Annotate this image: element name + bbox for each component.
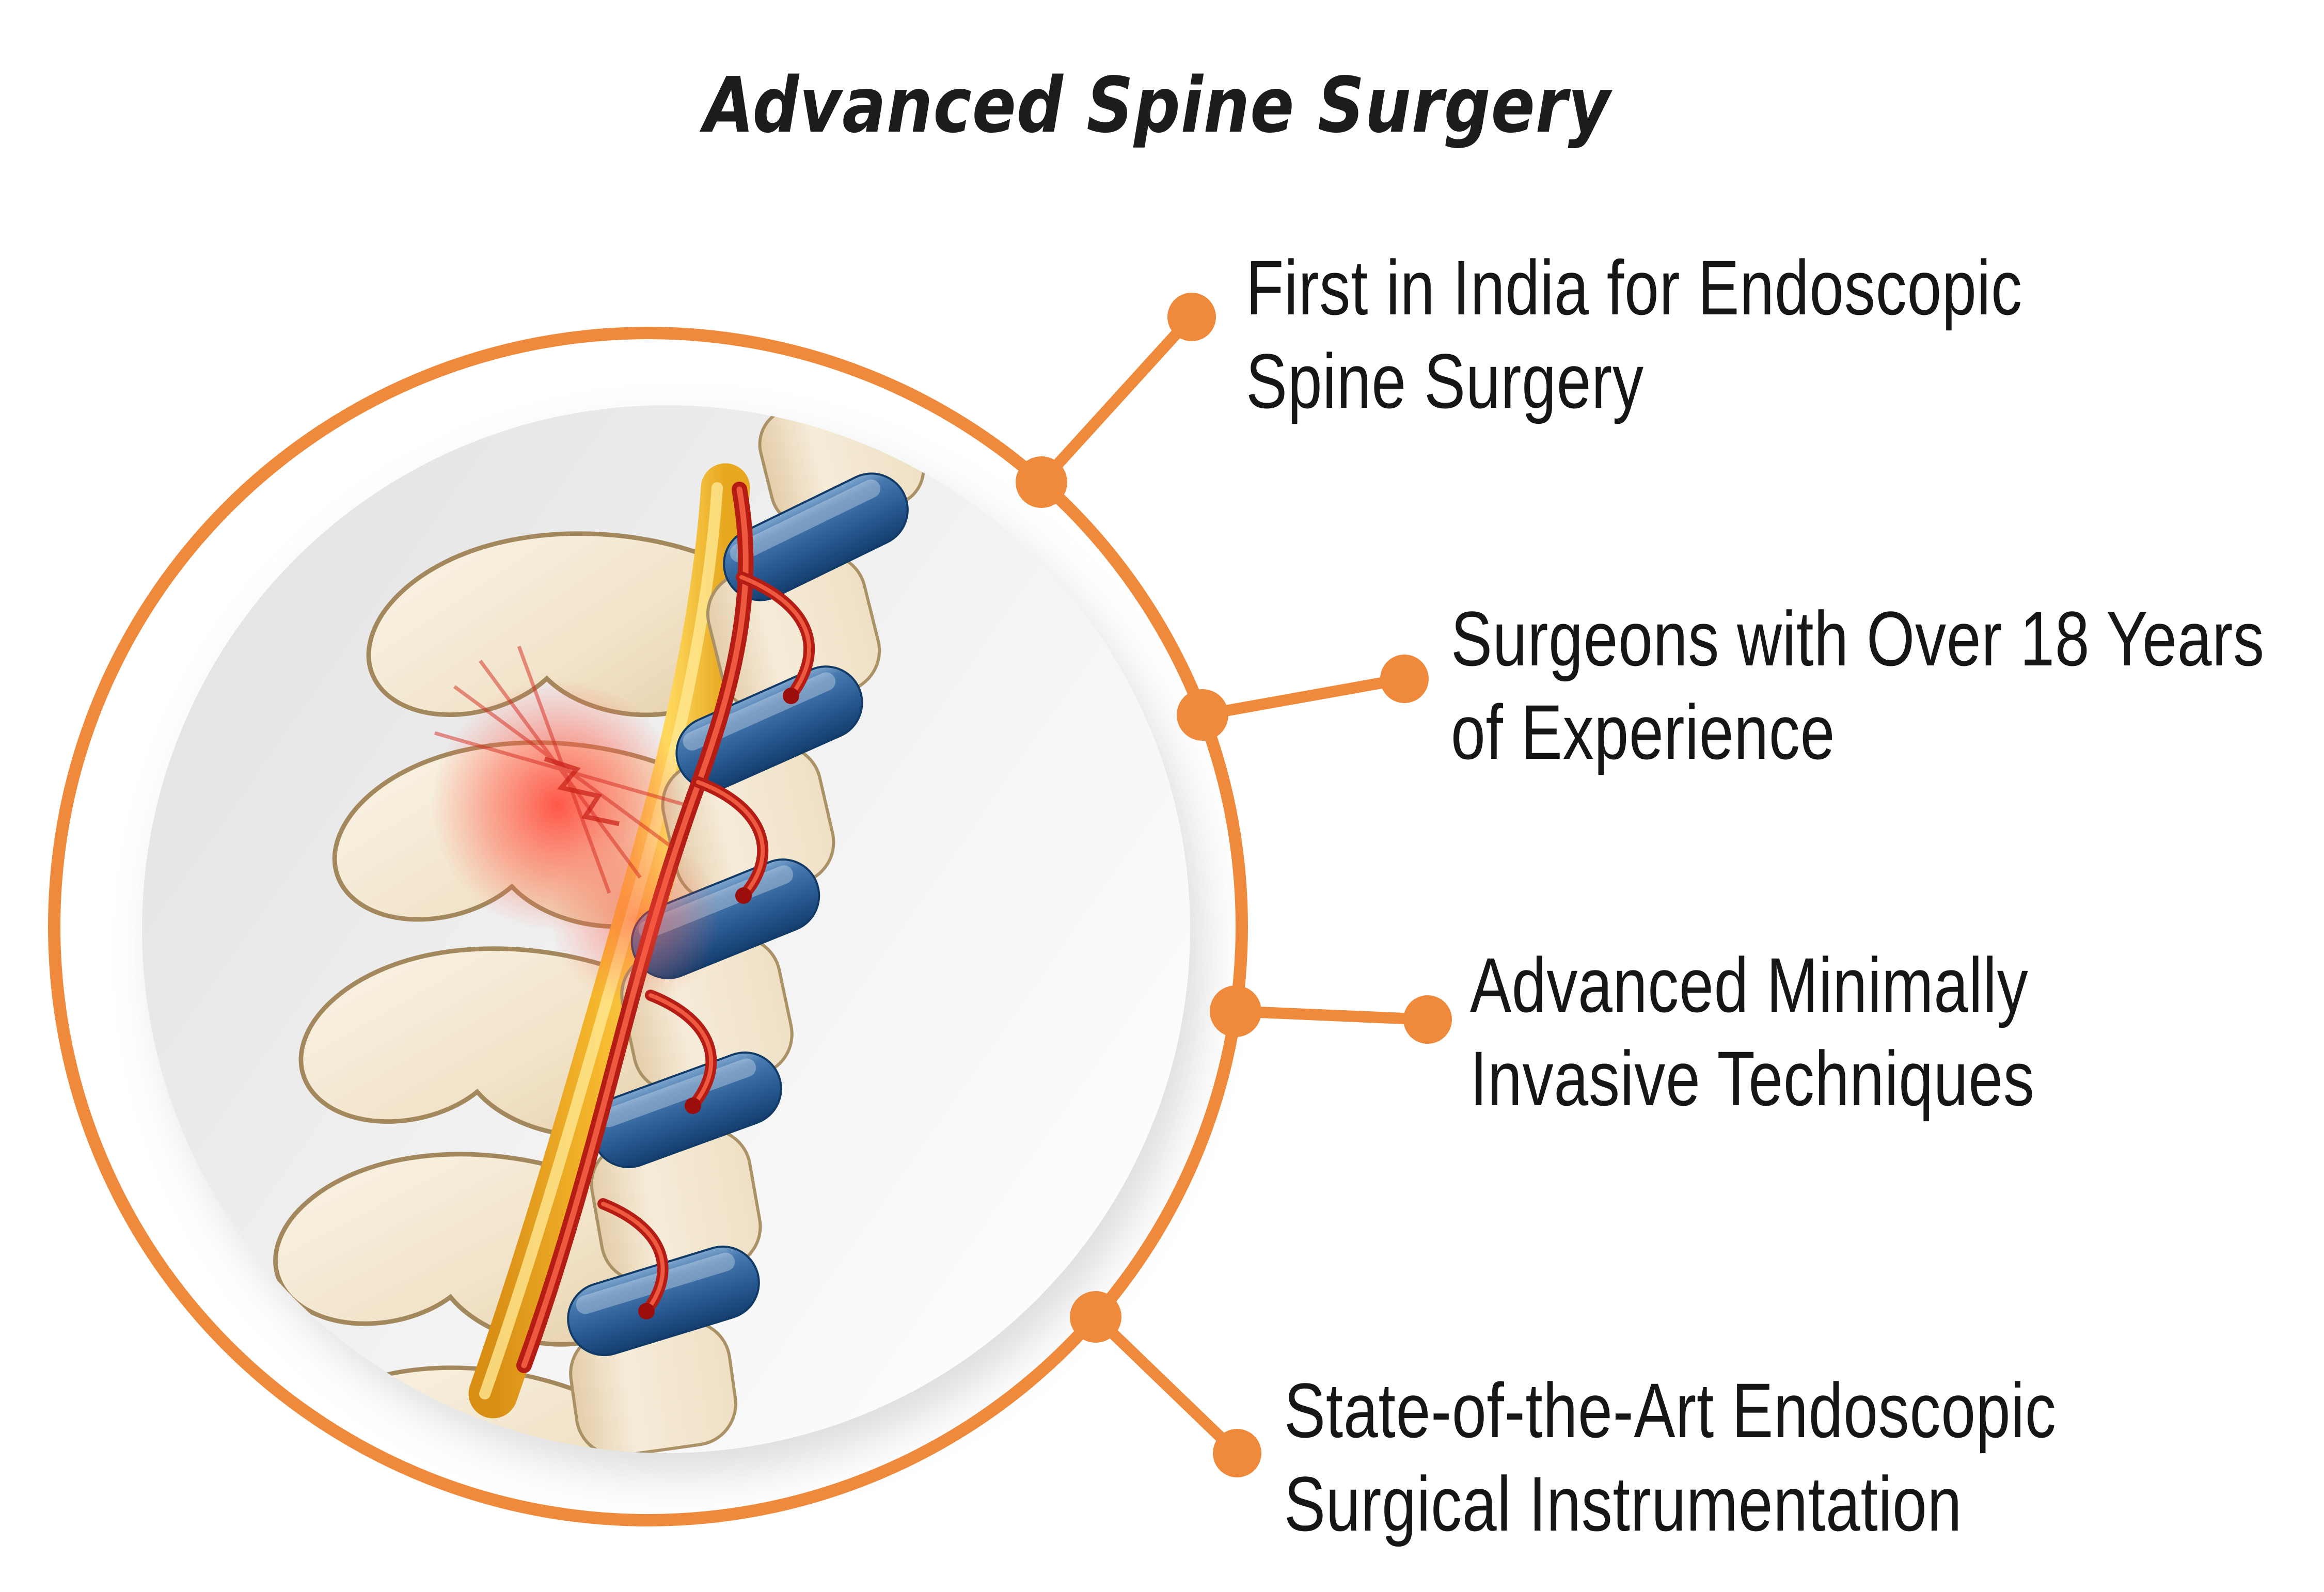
- callout-2-line-2: of Experience: [1451, 689, 1836, 775]
- callout-2: Surgeons with Over 18 Years of Experienc…: [1451, 592, 2265, 779]
- callout-1-line-1: First in India for Endoscopic: [1246, 244, 2022, 331]
- callout-4-line-1: State-of-the-Art Endoscopic: [1284, 1367, 2057, 1454]
- callout-1: First in India for Endoscopic Spine Surg…: [1246, 241, 2022, 428]
- junction-dot-3: [1210, 985, 1261, 1037]
- callout-dots: [1167, 293, 1452, 1477]
- callout-4: State-of-the-Art Endoscopic Surgical Ins…: [1284, 1364, 2057, 1551]
- junction-dot-4: [1070, 1291, 1121, 1343]
- spine-illustration: [275, 405, 925, 1453]
- page-title: Advanced Spine Surgery: [704, 61, 1611, 150]
- callout-connector-2: [1201, 673, 1405, 721]
- junction-dot-2: [1177, 689, 1228, 741]
- callout-3-line-2: Invasive Techniques: [1470, 1035, 2035, 1122]
- callout-3: Advanced Minimally Invasive Techniques: [1470, 938, 2035, 1125]
- callout-3-line-1: Advanced Minimally: [1470, 942, 2029, 1028]
- callout-dot-4: [1213, 1429, 1261, 1477]
- callout-connector-3: [1235, 1006, 1428, 1025]
- outer-ring: [48, 327, 1248, 1526]
- callout-connector-4: [1092, 1313, 1241, 1457]
- callout-1-line-2: Spine Surgery: [1246, 338, 1644, 424]
- ring-junction-dots: [1016, 456, 1261, 1343]
- callout-dot-3: [1403, 995, 1452, 1044]
- callout-connectors: [1037, 313, 1428, 1457]
- callout-4-line-2: Surgical Instrumentation: [1284, 1460, 1963, 1547]
- callout-dot-1: [1167, 293, 1216, 341]
- pain-glow: [382, 630, 754, 1038]
- junction-dot-1: [1016, 456, 1067, 508]
- callout-dot-2: [1380, 655, 1429, 703]
- callout-connector-1: [1037, 313, 1196, 486]
- callout-2-line-1: Surgeons with Over 18 Years: [1451, 595, 2265, 682]
